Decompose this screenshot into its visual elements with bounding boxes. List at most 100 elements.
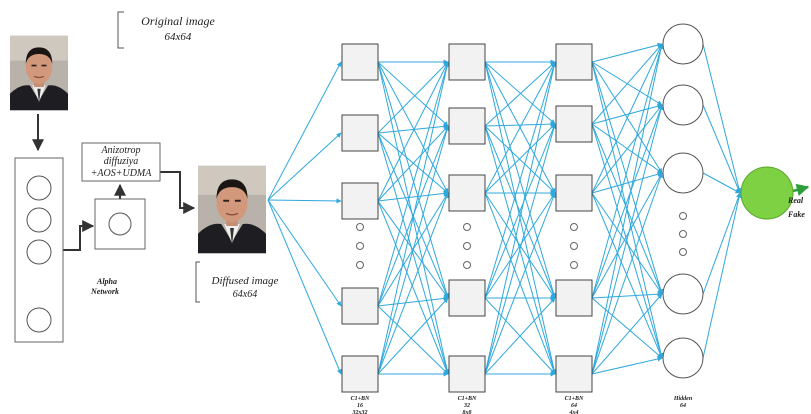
layer1-ellipsis-dot [356,223,364,231]
diffusion-box [81,142,161,182]
layer2-ellipsis-dot [463,242,471,250]
edge-layer3-to-hidden [591,61,664,295]
hidden-ellipsis-dot [679,230,687,238]
edge-image-to-layer1 [267,198,342,204]
layer1-node [341,355,379,393]
edge-layer-1-to-2 [377,61,449,194]
layer2-label-1: C1+BN [458,396,477,402]
layer1-ellipsis-dot [356,242,364,250]
diffused-face-image [198,165,266,254]
alpha-label-1: Alpha [96,277,117,286]
output-fake-label: Fake [787,210,805,219]
layer3-node [555,174,593,212]
input-node [26,175,52,201]
output-arrow [792,183,810,196]
original-image-title: Original image [141,14,215,28]
edge-image-to-layer1 [267,132,342,201]
edge-layer3-to-hidden [591,297,663,359]
edge-layer3-to-hidden [591,104,663,299]
edge-layer-1-to-2 [377,61,449,134]
edge-layer3-to-hidden [591,104,663,194]
edge-layer-2-to-3 [484,192,556,375]
connection-lines [267,42,742,377]
edge-layer3-to-hidden [591,43,663,125]
edge-layer-1-to-2 [377,132,450,375]
layer3-node [555,355,593,393]
data-flow-arrows [32,11,810,303]
original-image-size: 64x64 [165,31,192,43]
hidden-node [662,337,704,379]
output-node [740,166,794,220]
edge-layer-2-to-3 [484,192,556,299]
arrow-input-to-alpha [63,220,95,251]
layer3-label-2: 64 [571,403,577,409]
layer3-ellipsis-dot [570,242,578,250]
edge-layer3-to-hidden [591,172,663,299]
edge-layer-2-to-3 [484,61,556,127]
layer1-label-1: C1+BN [351,396,370,402]
edge-layer3-to-hidden [591,192,663,295]
layer3-ellipsis-dot [570,223,578,231]
edge-layer-1-to-2 [377,61,449,202]
edge-layer3-to-hidden [591,104,664,375]
edge-layer-1-to-2 [377,191,449,202]
hidden-ellipsis-dot [679,212,687,220]
diffused-image-size: 64x64 [233,289,257,300]
edge-layer3-to-hidden [591,293,663,375]
edge-layer-2-to-3 [484,61,556,194]
diffused-bracket [195,261,200,303]
layer3-ellipsis-dot [570,261,578,269]
layer1-label-2: 16 [357,403,363,409]
edge-layer3-to-hidden [591,43,664,299]
layer4-label-2: 64 [680,403,686,409]
edge-layer-1-to-2 [377,192,449,375]
edge-hidden-to-output [702,172,741,194]
edge-layer-2-to-3 [484,125,556,194]
edge-layer3-to-hidden [591,171,663,194]
layer3-node [555,279,593,317]
edge-layer3-to-hidden [591,172,663,375]
edge-layer-1-to-2 [377,61,449,127]
hidden-node [662,84,704,126]
layer2-label-3: 8x8 [463,410,472,414]
layer2-node [448,43,486,81]
layer2-node [448,107,486,145]
edge-image-to-layer1 [267,199,342,307]
original-face-image [10,35,68,111]
layer1-ellipsis-dot [356,261,364,269]
caption-bracket [117,11,124,49]
alpha-label-2: Network [90,287,119,296]
hidden-node [662,23,704,65]
edge-layer3-to-hidden [591,192,663,359]
layer2-ellipsis-dot [463,223,471,231]
edge-layer-1-to-2 [377,61,450,299]
edge-layer-2-to-3 [484,123,557,375]
layer2-node [448,279,486,317]
edge-hidden-to-output [702,43,742,194]
layer3-node [555,43,593,81]
diffused-image-title: Diffused image [211,275,279,287]
edge-layer-1-to-2 [377,296,449,307]
layer1-node [341,114,379,152]
layer1-node [341,287,379,325]
layer3-label-3: 4x4 [569,410,579,414]
diffusion-line-2: diffuziya [104,156,138,167]
layer3-node [555,105,593,143]
edge-layer3-to-hidden [591,356,663,375]
output-real-label: Real [787,196,804,205]
layer2-ellipsis-dot [463,261,471,269]
edge-hidden-to-output [702,192,742,359]
edge-layer-1-to-2 [377,61,450,307]
edge-layer-2-to-3 [484,61,557,299]
edge-layer3-to-hidden [591,291,663,299]
hidden-ellipsis-dot [679,248,687,256]
network-nodes [10,23,794,393]
layer1-label-3: 32x32 [352,410,368,414]
edge-layer-2-to-3 [484,121,556,127]
diffusion-line-1: Anizotrop [100,145,140,156]
edge-layer-2-to-3 [484,123,556,194]
edge-image-to-layer1 [267,199,342,375]
edge-layer-1-to-2 [377,61,450,375]
edge-layer3-to-hidden [591,103,663,125]
